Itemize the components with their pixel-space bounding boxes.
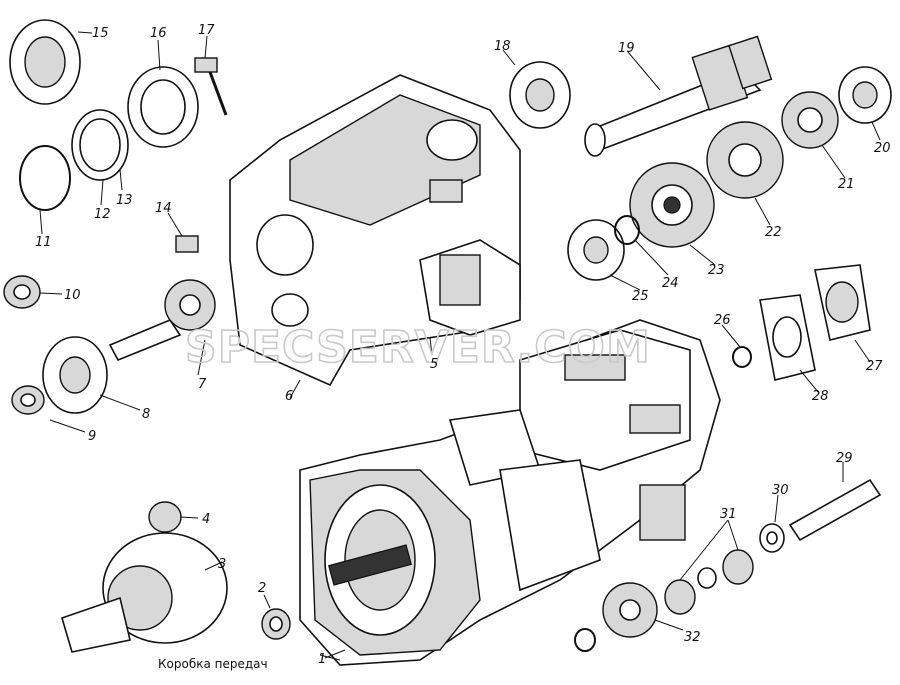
callout-13: 13 [116,193,133,208]
callouts: 1 2 3 4 5 6 7 8 9 10 11 12 13 14 15 16 1… [35,23,891,667]
part-24-ring [614,215,640,245]
part-27-cover [814,264,871,341]
part-9-seal [11,385,45,415]
callout-9: 9 [88,429,96,444]
callout-7: 7 [198,377,207,392]
part-31-bearings [664,549,754,615]
part-12-13-ring [71,109,129,181]
callout-21: 21 [838,177,855,192]
callout-1: 1 [318,652,326,667]
part-15-cover [9,19,81,105]
figure-caption: Коробка передач [158,657,268,671]
leader-lines [39,31,881,659]
part-14-plug [175,235,199,253]
callout-15: 15 [92,26,109,41]
part-20-bearing [838,66,892,124]
part-32-gear [574,582,658,652]
callout-12: 12 [94,207,111,222]
part-30-washer [759,523,785,553]
callout-16: 16 [150,26,167,41]
part-1-gearbox-assembly [299,319,721,666]
callout-31: 31 [720,507,737,522]
part-2-seal [261,608,291,640]
watermark-text: SPECSERVER.COM [185,322,651,373]
callout-22: 22 [765,225,782,240]
part-29-shaft [788,478,882,542]
part-5-6-housing [229,74,521,387]
callout-3: 3 [218,557,226,572]
callout-20: 20 [874,141,891,156]
part-8-bearing [42,336,108,414]
part-19-shaft [584,35,773,157]
callout-17: 17 [198,23,215,38]
callout-11: 11 [35,235,52,250]
callout-24: 24 [662,276,679,291]
callout-19: 19 [618,41,635,56]
callout-4: 4 [202,512,210,527]
part-26-ring [732,346,752,368]
callout-26: 26 [714,313,731,328]
part-22-gear [706,121,784,199]
callout-8: 8 [142,407,150,422]
part-16-gasket [127,66,199,148]
part-25-bearing [567,219,625,281]
callout-6: 6 [285,389,293,404]
callout-18: 18 [494,39,511,54]
part-4-bearing [148,501,182,533]
callout-2: 2 [258,581,266,596]
callout-27: 27 [866,359,883,374]
callout-23: 23 [708,263,725,278]
part-18-bearing [509,61,571,129]
part-10-seal [3,275,41,309]
callout-25: 25 [632,289,649,304]
part-11-ring [19,145,71,211]
callout-30: 30 [772,483,789,498]
part-23-gear [629,162,715,248]
callout-10: 10 [64,288,81,303]
callout-5: 5 [430,357,438,372]
callout-32: 32 [684,630,701,645]
part-21-gear [781,91,839,149]
callout-29: 29 [836,451,853,466]
part-7-input-shaft [108,279,216,362]
part-28-gasket [759,294,816,381]
part-17-breather [194,57,228,116]
part-3-flange [61,532,228,653]
callout-28: 28 [812,389,829,404]
callout-14: 14 [155,201,172,216]
